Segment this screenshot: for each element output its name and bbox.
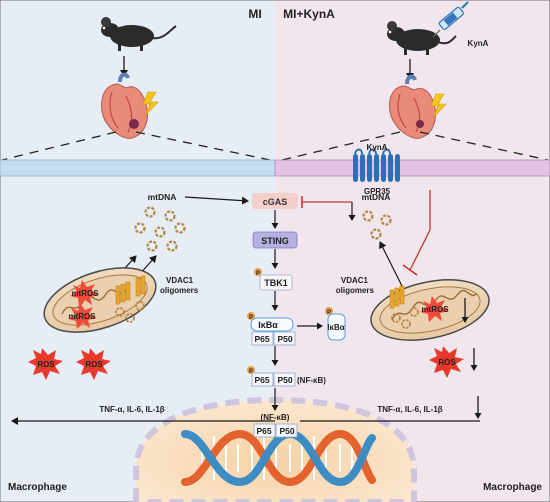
right-vdac-label-1: VDAC1 xyxy=(341,276,369,285)
sting-label: STING xyxy=(261,236,289,246)
right-mtdna-label: mtDNA xyxy=(362,192,391,202)
nucleus-nfkb-label: (NF-κB) xyxy=(261,413,290,422)
svg-text:P65: P65 xyxy=(254,375,269,385)
receptor-name-label: GPR35 xyxy=(364,187,391,196)
p50-box-1 xyxy=(273,331,296,346)
cgas-box xyxy=(252,193,298,209)
phospho-ikba-free xyxy=(325,307,333,315)
gpr35-receptor-icon xyxy=(353,148,400,182)
p65-box-2 xyxy=(251,372,274,387)
phospho-ikba xyxy=(247,312,255,320)
right-mtros-label: mtROS xyxy=(421,305,449,314)
left-vdac-label-1: VDAC1 xyxy=(166,276,194,285)
ikba-free-box xyxy=(327,313,346,341)
tbk1-box xyxy=(259,274,293,291)
lightning-icon-left xyxy=(142,91,159,117)
svg-text:P50: P50 xyxy=(277,334,292,344)
p50-box-2 xyxy=(273,372,296,387)
p65-box-nucleus xyxy=(253,423,276,438)
svg-text:P65: P65 xyxy=(256,426,271,436)
right-ros-label: ROS xyxy=(438,358,456,367)
left-mtros-label-1: mtROS xyxy=(71,289,99,298)
svg-text:P: P xyxy=(249,315,253,321)
p65-box-1 xyxy=(251,331,274,346)
svg-text:P50: P50 xyxy=(279,426,294,436)
right-mtdna-circles xyxy=(362,210,392,240)
left-ros-burst-1 xyxy=(28,348,63,380)
right-ros-burst xyxy=(429,346,464,378)
left-mtdna-label: mtDNA xyxy=(148,192,177,202)
tbk1-label: TBK1 xyxy=(264,278,288,288)
heart-icon-left xyxy=(101,72,148,139)
phospho-p65 xyxy=(247,366,255,374)
syringe-icon xyxy=(432,1,469,38)
lightning-icon-right xyxy=(430,93,447,119)
left-panel-title: MI xyxy=(248,7,261,21)
left-cytokines-label: TNF-α, IL-6, IL-1β xyxy=(99,405,164,414)
sting-box xyxy=(252,231,298,249)
phospho-tbk1 xyxy=(254,268,262,276)
right-mtros-burst xyxy=(420,296,449,322)
left-vdac-label-2: oligomers xyxy=(160,286,199,295)
svg-text:P65: P65 xyxy=(254,334,269,344)
svg-text:P: P xyxy=(327,310,331,316)
heart-icon-right xyxy=(388,74,436,139)
left-ros-label-1: ROS xyxy=(37,360,55,369)
left-mtros-label-2: mtROS xyxy=(68,312,96,321)
nfkb-label: (NF-κB) xyxy=(297,376,326,385)
left-macrophage-label: Macrophage xyxy=(8,482,67,493)
mouse-icon-left xyxy=(101,17,177,51)
cell-membrane-right xyxy=(274,159,550,177)
mouse-icon-right xyxy=(387,21,457,55)
left-ros-label-2: ROS xyxy=(85,360,103,369)
right-vdac-label-2: oligomers xyxy=(336,286,375,295)
drug-label: KynA xyxy=(468,39,489,48)
left-ros-burst-2 xyxy=(76,348,111,380)
cell-membrane-left xyxy=(0,159,276,177)
right-cytokines-label: TNF-α, IL-6, IL-1β xyxy=(377,405,442,414)
left-mtros-burst-2 xyxy=(68,303,97,329)
left-mtdna-circles xyxy=(134,206,186,252)
svg-text:P: P xyxy=(249,369,253,375)
receptor-ligand-label: KynA xyxy=(367,143,388,152)
ikba-label: IκBα xyxy=(258,320,278,330)
svg-text:P50: P50 xyxy=(277,375,292,385)
left-mtros-burst-1 xyxy=(70,280,99,306)
ikba-free-label: IκBα xyxy=(327,323,344,332)
svg-text:P: P xyxy=(256,271,260,277)
right-panel-title: MI+KynA xyxy=(283,7,335,21)
ikba-box xyxy=(250,317,294,332)
right-macrophage-label: Macrophage xyxy=(483,482,542,493)
cgas-label: cGAS xyxy=(263,197,288,207)
p50-box-nucleus xyxy=(275,423,298,438)
